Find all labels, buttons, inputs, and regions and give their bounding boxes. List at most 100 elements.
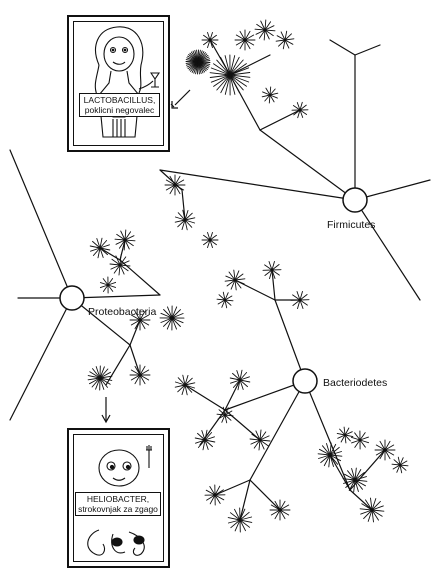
star-cluster-spoke bbox=[284, 38, 295, 41]
star-cluster-spoke bbox=[359, 439, 370, 444]
star-cluster-spoke bbox=[250, 439, 261, 445]
star-cluster-spoke bbox=[236, 370, 241, 381]
star-cluster-spoke bbox=[234, 279, 245, 285]
star-cluster-spoke bbox=[124, 235, 135, 241]
star-cluster-spoke bbox=[216, 413, 226, 416]
star-cluster-spoke bbox=[239, 379, 248, 388]
tree-branch bbox=[9, 297, 73, 421]
arrow-to-lactobacillus-head bbox=[170, 101, 178, 109]
star-cluster-spoke bbox=[220, 74, 231, 94]
star-cluster-spoke bbox=[318, 448, 331, 456]
star-cluster-spoke bbox=[350, 436, 361, 441]
star-cluster-spoke bbox=[99, 377, 111, 385]
star-cluster-spoke bbox=[232, 379, 241, 388]
star-cluster-spoke bbox=[174, 216, 186, 221]
star-cluster-spoke bbox=[269, 86, 272, 96]
star-cluster-spoke bbox=[264, 21, 272, 31]
star-cluster-spoke bbox=[354, 472, 365, 481]
star-cluster-spoke bbox=[210, 67, 231, 76]
star-cluster-spoke bbox=[239, 508, 246, 521]
tree-branch bbox=[129, 319, 141, 346]
star-cluster-spoke bbox=[118, 239, 126, 249]
star-cluster-spoke bbox=[139, 374, 150, 381]
star-cluster-spoke bbox=[392, 464, 401, 470]
star-cluster-spoke bbox=[399, 464, 407, 471]
star-cluster-spoke bbox=[217, 299, 226, 305]
star-cluster-spoke bbox=[210, 74, 231, 83]
star-cluster-spoke bbox=[365, 499, 373, 511]
heliobacter-name: HELIOBACTER, bbox=[86, 494, 150, 504]
star-cluster-spoke bbox=[256, 23, 266, 31]
star-cluster-spoke bbox=[89, 245, 101, 249]
star-cluster-spoke bbox=[384, 440, 391, 451]
star-cluster-spoke bbox=[299, 109, 308, 115]
star-cluster-spoke bbox=[203, 34, 211, 41]
star-cluster-spoke bbox=[239, 511, 250, 521]
star-cluster-spoke bbox=[227, 519, 241, 524]
star-cluster-spoke bbox=[234, 508, 241, 521]
tree-branch bbox=[239, 479, 251, 521]
star-cluster-spoke bbox=[203, 39, 211, 46]
star-cluster-spoke bbox=[384, 444, 395, 451]
tree-branch bbox=[354, 179, 431, 201]
tree-branch bbox=[9, 149, 73, 299]
star-cluster-spoke bbox=[299, 299, 308, 306]
star-cluster-spoke bbox=[171, 317, 184, 324]
star-cluster-spoke bbox=[379, 440, 386, 451]
star-cluster-spoke bbox=[258, 439, 261, 451]
star-cluster-spoke bbox=[184, 219, 188, 231]
star-cluster-spoke bbox=[234, 279, 242, 289]
star-cluster-spoke bbox=[265, 87, 271, 96]
star-cluster-spoke bbox=[139, 310, 146, 321]
star-cluster-spoke bbox=[342, 478, 356, 481]
star-cluster-spoke bbox=[292, 294, 301, 301]
star-cluster-spoke bbox=[216, 74, 231, 91]
star-cluster-spoke bbox=[209, 72, 231, 76]
star-cluster-spoke bbox=[271, 269, 276, 279]
arrow-to-heliobacter-head bbox=[101, 414, 111, 424]
star-cluster-spoke bbox=[282, 39, 286, 50]
star-cluster-spoke bbox=[171, 313, 184, 319]
star-cluster-spoke bbox=[99, 366, 105, 379]
star-cluster-spoke bbox=[130, 319, 141, 326]
star-cluster-spoke bbox=[351, 468, 356, 481]
star-cluster-spoke bbox=[375, 444, 386, 451]
bacteroidetes-node bbox=[292, 368, 318, 394]
star-cluster-spoke bbox=[354, 467, 357, 481]
star-cluster-spoke bbox=[209, 39, 217, 46]
star-cluster-spoke bbox=[337, 434, 346, 439]
star-cluster-spoke bbox=[329, 454, 339, 465]
star-cluster-spoke bbox=[174, 381, 186, 386]
star-cluster-spoke bbox=[119, 264, 125, 275]
star-cluster-spoke bbox=[348, 479, 356, 491]
star-cluster-spoke bbox=[384, 449, 391, 460]
star-cluster-spoke bbox=[299, 299, 304, 309]
star-cluster-spoke bbox=[139, 365, 146, 376]
star-cluster-spoke bbox=[264, 19, 267, 31]
lactobacillus-banner: LACTOBACILLUS, poklicni negovalec bbox=[79, 93, 160, 117]
star-cluster-spoke bbox=[99, 240, 108, 249]
star-cluster-spoke bbox=[99, 282, 109, 286]
star-cluster-spoke bbox=[214, 489, 224, 496]
star-cluster-spoke bbox=[217, 414, 226, 420]
star-cluster-spoke bbox=[299, 101, 303, 111]
star-cluster-spoke bbox=[274, 509, 281, 520]
star-cluster-spoke bbox=[160, 312, 173, 319]
star-cluster-spoke bbox=[224, 279, 236, 282]
star-cluster-spoke bbox=[109, 263, 121, 266]
star-cluster-spoke bbox=[95, 377, 101, 390]
tree-branch bbox=[159, 169, 356, 201]
star-cluster-spoke bbox=[399, 464, 403, 474]
star-cluster-spoke bbox=[207, 31, 211, 41]
star-cluster-spoke bbox=[399, 464, 409, 467]
star-cluster-spoke bbox=[299, 294, 308, 301]
star-cluster-spoke bbox=[270, 504, 281, 511]
star-cluster-spoke bbox=[230, 279, 236, 290]
star-cluster-spoke bbox=[224, 407, 229, 416]
star-cluster-spoke bbox=[91, 377, 101, 388]
star-cluster-spoke bbox=[209, 239, 213, 249]
heliobacter-banner: HELIOBACTER, strokovnjak za zgago bbox=[75, 492, 161, 516]
star-cluster-spoke bbox=[235, 34, 246, 41]
star-cluster-spoke bbox=[271, 269, 280, 276]
star-cluster-spoke bbox=[99, 377, 105, 390]
